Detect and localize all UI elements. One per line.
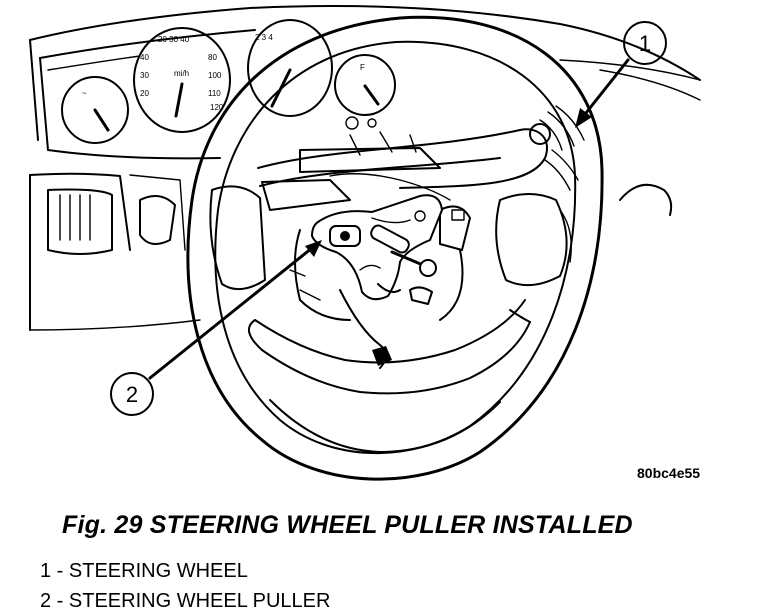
image-code: 80bc4e55 — [637, 465, 700, 481]
svg-text:110: 110 — [208, 89, 221, 98]
callout-2: 2 — [110, 240, 322, 416]
svg-text:F: F — [360, 63, 365, 72]
instrument-panel — [29, 5, 701, 331]
steering-wheel-puller-illustration: ~ 20 30 40 40 80 30 100 20 110 120 mi/h … — [29, 5, 701, 481]
svg-text:~: ~ — [82, 89, 87, 98]
legend-item-steering-wheel: 1 - STEERING WHEEL — [40, 560, 248, 582]
figure-legend: 1 - STEERING WHEEL 2 - STEERING WHEEL PU… — [40, 556, 330, 616]
svg-text:100: 100 — [208, 71, 222, 80]
svg-text:20: 20 — [140, 89, 149, 98]
legend-item-steering-wheel-puller: 2 - STEERING WHEEL PULLER — [40, 590, 331, 612]
svg-text:120: 120 — [210, 103, 224, 112]
svg-text:30: 30 — [140, 71, 149, 80]
steering-wheel-puller — [310, 194, 444, 301]
callout-2-number: 2 — [126, 382, 138, 407]
figure-caption: Fig. 29 STEERING WHEEL PULLER INSTALLED — [62, 511, 633, 539]
steering-wheel — [186, 15, 604, 481]
callout-1: 1 — [575, 21, 667, 128]
svg-text:80: 80 — [208, 53, 217, 62]
svg-text:mi/h: mi/h — [174, 69, 189, 78]
svg-text:2 3 4: 2 3 4 — [255, 33, 273, 42]
gauge-cluster: ~ 20 30 40 40 80 30 100 20 110 120 mi/h … — [61, 19, 396, 144]
svg-text:40: 40 — [140, 53, 149, 62]
svg-text:20 30 40: 20 30 40 — [158, 35, 190, 44]
callout-1-number: 1 — [639, 31, 651, 56]
